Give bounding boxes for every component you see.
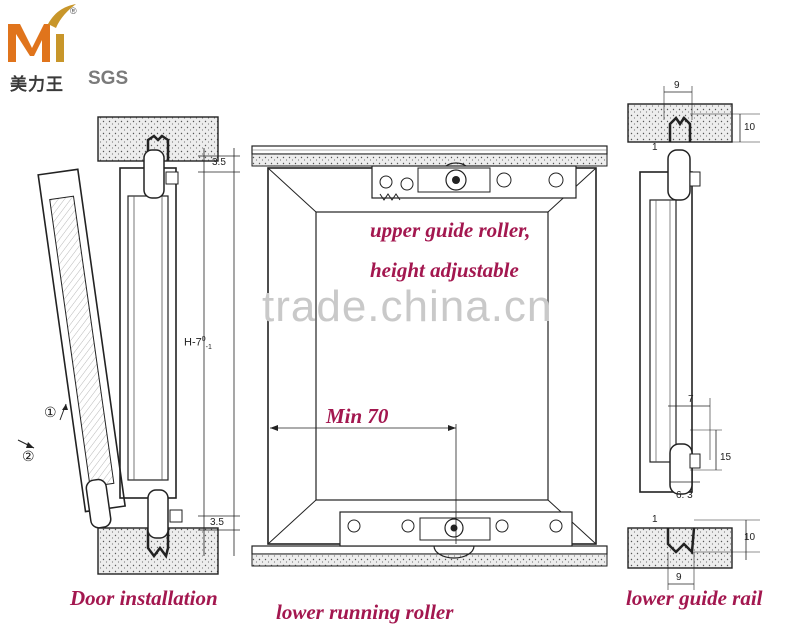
dim-bottom-gap: 1: [652, 514, 658, 525]
dim-height: H-70-1: [184, 336, 212, 351]
brand-logo: ® 美力王 SGS: [4, 4, 144, 96]
step-two-marker: ②: [22, 448, 35, 464]
dim-bottom-clear: 3.5: [210, 517, 224, 528]
brand-name-cn: 美力王: [10, 75, 64, 95]
caption-min: Min 70: [326, 404, 389, 428]
door-inner-panel: [315, 211, 549, 501]
dim-top-clear: 3.5: [212, 157, 226, 168]
caption-upper-guide-1: upper guide roller,: [370, 218, 531, 242]
registered-mark: ®: [70, 6, 77, 16]
caption-lower-running: lower running roller: [276, 600, 454, 624]
dim-height-base: H-7: [184, 336, 202, 349]
bottom-rail-profile: [146, 528, 170, 559]
caption-door-installation: Door installation: [70, 586, 218, 610]
dim-mid-height: 15: [720, 452, 732, 463]
dim-top-depth: 10: [744, 122, 756, 133]
top-roller: [143, 149, 165, 199]
dim-top-width: 9: [674, 80, 680, 91]
front-view: [251, 145, 608, 567]
watermark: trade.china.cn: [262, 282, 553, 331]
dim-mid-base: 6. 3: [676, 490, 693, 501]
tilted-door: [37, 168, 127, 529]
dim-height-sup: 0: [201, 336, 206, 343]
dim-bottom-depth: 10: [744, 532, 756, 543]
bottom-rail: [251, 545, 608, 555]
caption-lower-guide: lower guide rail: [626, 586, 763, 610]
step-one-marker: ①: [44, 404, 57, 420]
bottom-roller: [147, 489, 169, 539]
mi-logo-icon: [8, 4, 76, 62]
top-rail-profile: [146, 134, 170, 161]
sgs-mark: SGS: [88, 68, 129, 89]
dim-top-gap: 1: [652, 142, 658, 153]
door-installation-view: [17, 116, 240, 575]
guide-rail-section-view: [627, 86, 760, 590]
caption-upper-guide-2: height adjustable: [370, 258, 519, 282]
dim-bottom-width: 9: [676, 572, 682, 583]
dim-height-sub: -1: [205, 343, 212, 351]
dim-mid-width: 7: [688, 394, 694, 405]
